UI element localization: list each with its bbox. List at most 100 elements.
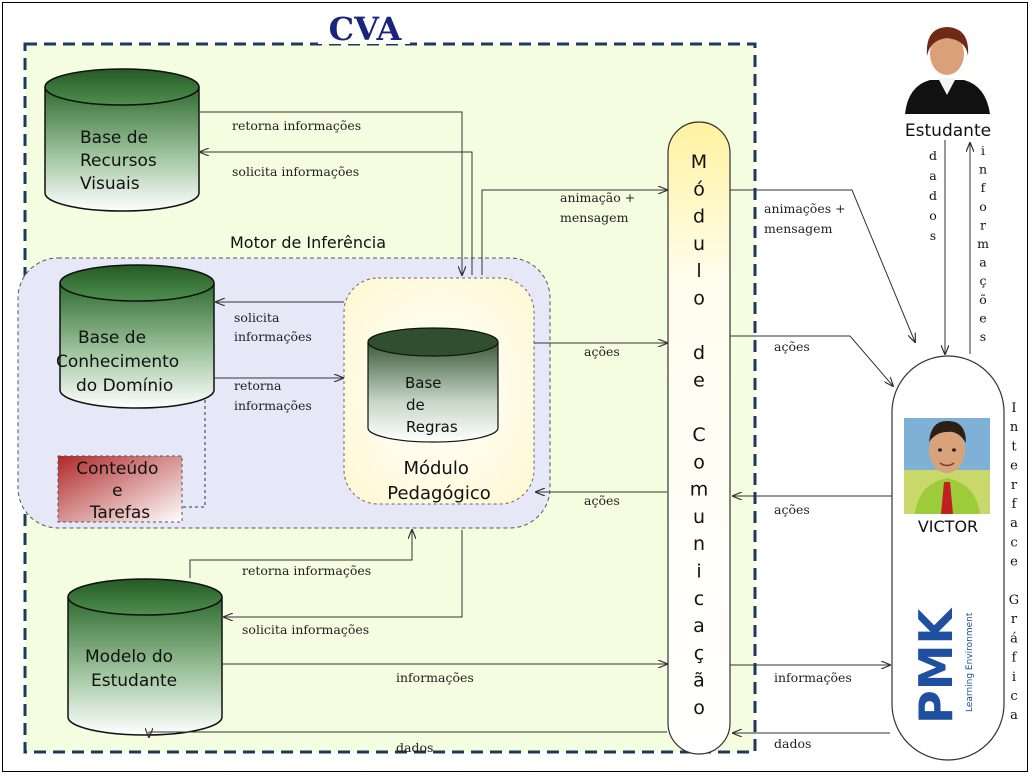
dados-letter: d: [929, 188, 937, 203]
informacoes-letter: f: [981, 180, 987, 195]
interface-letter: r: [1011, 612, 1018, 627]
comunicacao-letter: u: [693, 506, 705, 528]
svg-text:Learning Environment: Learning Environment: [965, 612, 975, 712]
label-informacoes-modelo: informações: [396, 670, 474, 685]
label-retorna-modelo: retorna informações: [242, 563, 371, 578]
comunicacao-letter: o: [693, 697, 705, 719]
comunicacao-letter: C: [692, 424, 705, 446]
interface-letter: e: [1010, 555, 1018, 570]
interface-letter: f: [1012, 651, 1018, 666]
interface-letter: c: [1010, 535, 1017, 550]
interface-letter: e: [1010, 459, 1018, 474]
informacoes-letter: o: [979, 199, 987, 214]
svg-text:Modelo do Estudante: Modelo do Estudante: [85, 647, 178, 691]
conhecimento-conteudo-link: [183, 400, 206, 508]
conteudo-tarefas-box: Conteúdo e Tarefas: [57, 455, 183, 523]
comunicacao-letter: m: [690, 479, 709, 501]
label-retorna-recursos: retorna informações: [232, 118, 361, 133]
base-conhecimento-cylinder: Base de Conhecimento do Domínio: [56, 264, 215, 409]
interface-letter: t: [1011, 439, 1017, 454]
interface-letter: r: [1011, 478, 1018, 493]
dados-letter: s: [930, 228, 936, 243]
label-solicita-recursos: solicita informações: [232, 164, 359, 179]
dados-letter: d: [929, 148, 937, 163]
label-animacao: animação + mensagem: [560, 190, 639, 225]
informacoes-letter: ç: [979, 273, 986, 288]
interface-letter: a: [1010, 708, 1018, 723]
interface-letter: c: [1010, 689, 1017, 704]
label-acoes-out: ações: [584, 344, 620, 359]
arrow-solicita-recursos: [200, 152, 473, 275]
label-dados-victor: dados: [774, 736, 811, 751]
label-solicita-conhecimento: solicita informações: [234, 310, 312, 344]
comunicacao-letter: n: [693, 533, 705, 555]
estudante-label: Estudante: [905, 121, 991, 141]
informacoes-letter: a: [979, 255, 987, 270]
arrow-retorna-modelo: [189, 530, 412, 578]
comunicacao-letter: e: [693, 369, 705, 391]
pmk-logo: PMK Learning Environment: [909, 578, 978, 728]
informacoes-vertical-label: informações: [977, 143, 989, 344]
label-acoes-in: ações: [584, 493, 620, 508]
dados-letter: a: [929, 168, 937, 183]
comunicacao-letter: l: [696, 260, 701, 282]
informacoes-letter: i: [981, 143, 985, 158]
svg-text:PMK: PMK: [909, 607, 963, 724]
estudante-avatar: [905, 27, 990, 114]
informacoes-letter: m: [977, 236, 989, 251]
informacoes-letter: n: [979, 162, 987, 177]
dados-letter: o: [929, 208, 937, 223]
label-acoes-from-victor: ações: [774, 502, 810, 517]
comunicacao-letter: d: [693, 342, 705, 364]
label-dados-modelo: dados: [396, 740, 433, 755]
comunicacao-letter: M: [691, 151, 707, 173]
connectors: [149, 111, 970, 737]
label-informacoes-victor: informações: [774, 670, 852, 685]
comunicacao-letter: a: [693, 615, 705, 637]
comunicacao-letter: c: [694, 588, 704, 610]
base-recursos-visuais-cylinder: Base de Recursos Visuais: [44, 68, 200, 212]
arrow-animacao: [481, 190, 667, 275]
interface-letter: G: [1009, 593, 1019, 608]
interface-letter: n: [1010, 420, 1019, 435]
interface-letter: á: [1010, 631, 1018, 646]
svg-text:Base de Recursos V: Base de Recursos Visuais: [80, 128, 162, 194]
comunicacao-letter: o: [693, 288, 705, 310]
informacoes-letter: õ: [979, 292, 987, 307]
dados-vertical-label: dados: [929, 148, 937, 243]
arrow-retorna-recursos: [200, 111, 462, 275]
victor-label: VICTOR: [918, 517, 978, 536]
arrow-acoes-victor: [730, 335, 893, 386]
label-acoes-victor: ações: [774, 339, 810, 354]
interface-letter: f: [1012, 497, 1018, 512]
comunicacao-letter: ó: [693, 178, 705, 200]
comunicacao-letter: i: [696, 561, 701, 583]
interface-letter: i: [1012, 670, 1016, 685]
arrow-dados-modelo: [149, 732, 667, 737]
comunicacao-letter: d: [693, 206, 705, 228]
comunicacao-letter: u: [693, 233, 705, 255]
modulo-comunicacao: [667, 121, 731, 755]
svg-text:Base de Regras: Base de Regras: [405, 374, 458, 436]
cva-title-bg: [318, 12, 410, 44]
informacoes-letter: s: [980, 329, 986, 344]
arrow-animacoes-victor: [730, 189, 915, 342]
victor-avatar: [904, 418, 990, 514]
comunicacao-letter: ã: [693, 670, 705, 692]
pedagogico-label: Módulo Pedagógico: [387, 458, 491, 504]
label-retorna-conhecimento: retorna informações: [234, 378, 312, 413]
informacoes-letter: e: [979, 310, 986, 325]
base-regras-cylinder: Base de Regras: [367, 327, 499, 443]
informacoes-letter: r: [980, 217, 986, 232]
label-solicita-modelo: solicita informações: [242, 622, 369, 637]
modelo-estudante-cylinder: Modelo do Estudante: [67, 578, 223, 736]
label-animacoes-victor: animações + mensagem: [764, 201, 850, 236]
interface-letter: a: [1010, 516, 1018, 531]
motor-label: Motor de Inferência: [230, 233, 386, 252]
svg-text:Base de Conhecimento: Base de Conhecimento do Domínio: [56, 328, 185, 396]
comunicacao-letter: ç: [694, 642, 704, 664]
